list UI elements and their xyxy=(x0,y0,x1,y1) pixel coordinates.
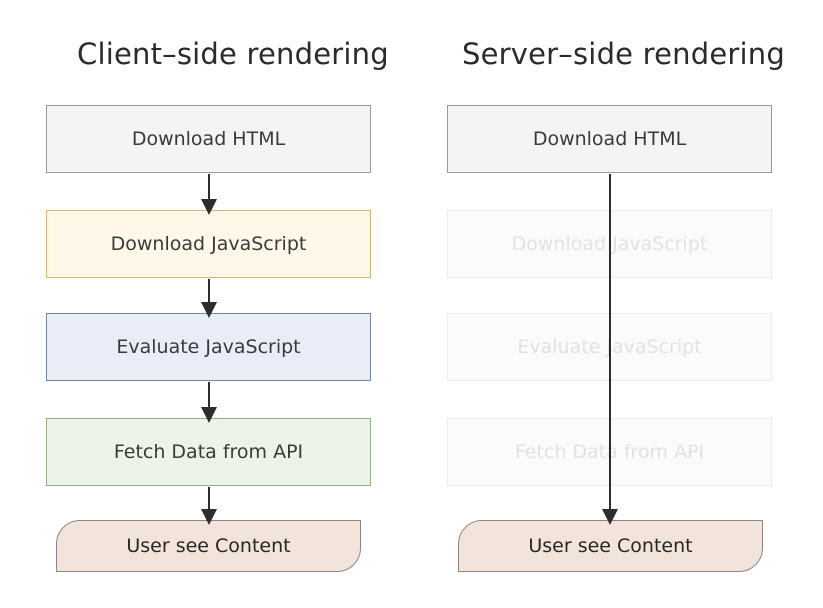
server-evaluate-javascript-box-faded: Evaluate JavaScript xyxy=(447,313,772,381)
server-download-html-box: Download HTML xyxy=(447,105,772,173)
client-evaluate-javascript-box: Evaluate JavaScript xyxy=(46,313,371,381)
client-user-content-terminal: User see Content xyxy=(56,520,361,572)
client-fetch-data-box: Fetch Data from API xyxy=(46,418,371,486)
client-download-javascript-box: Download JavaScript xyxy=(46,210,371,278)
client-download-html-box: Download HTML xyxy=(46,105,371,173)
server-side-title: Server–side rendering xyxy=(462,37,785,71)
client-side-title: Client–side rendering xyxy=(77,37,389,71)
server-fetch-data-box-faded: Fetch Data from API xyxy=(447,418,772,486)
server-download-javascript-box-faded: Download JavaScript xyxy=(447,210,772,278)
server-user-content-terminal: User see Content xyxy=(458,520,763,572)
